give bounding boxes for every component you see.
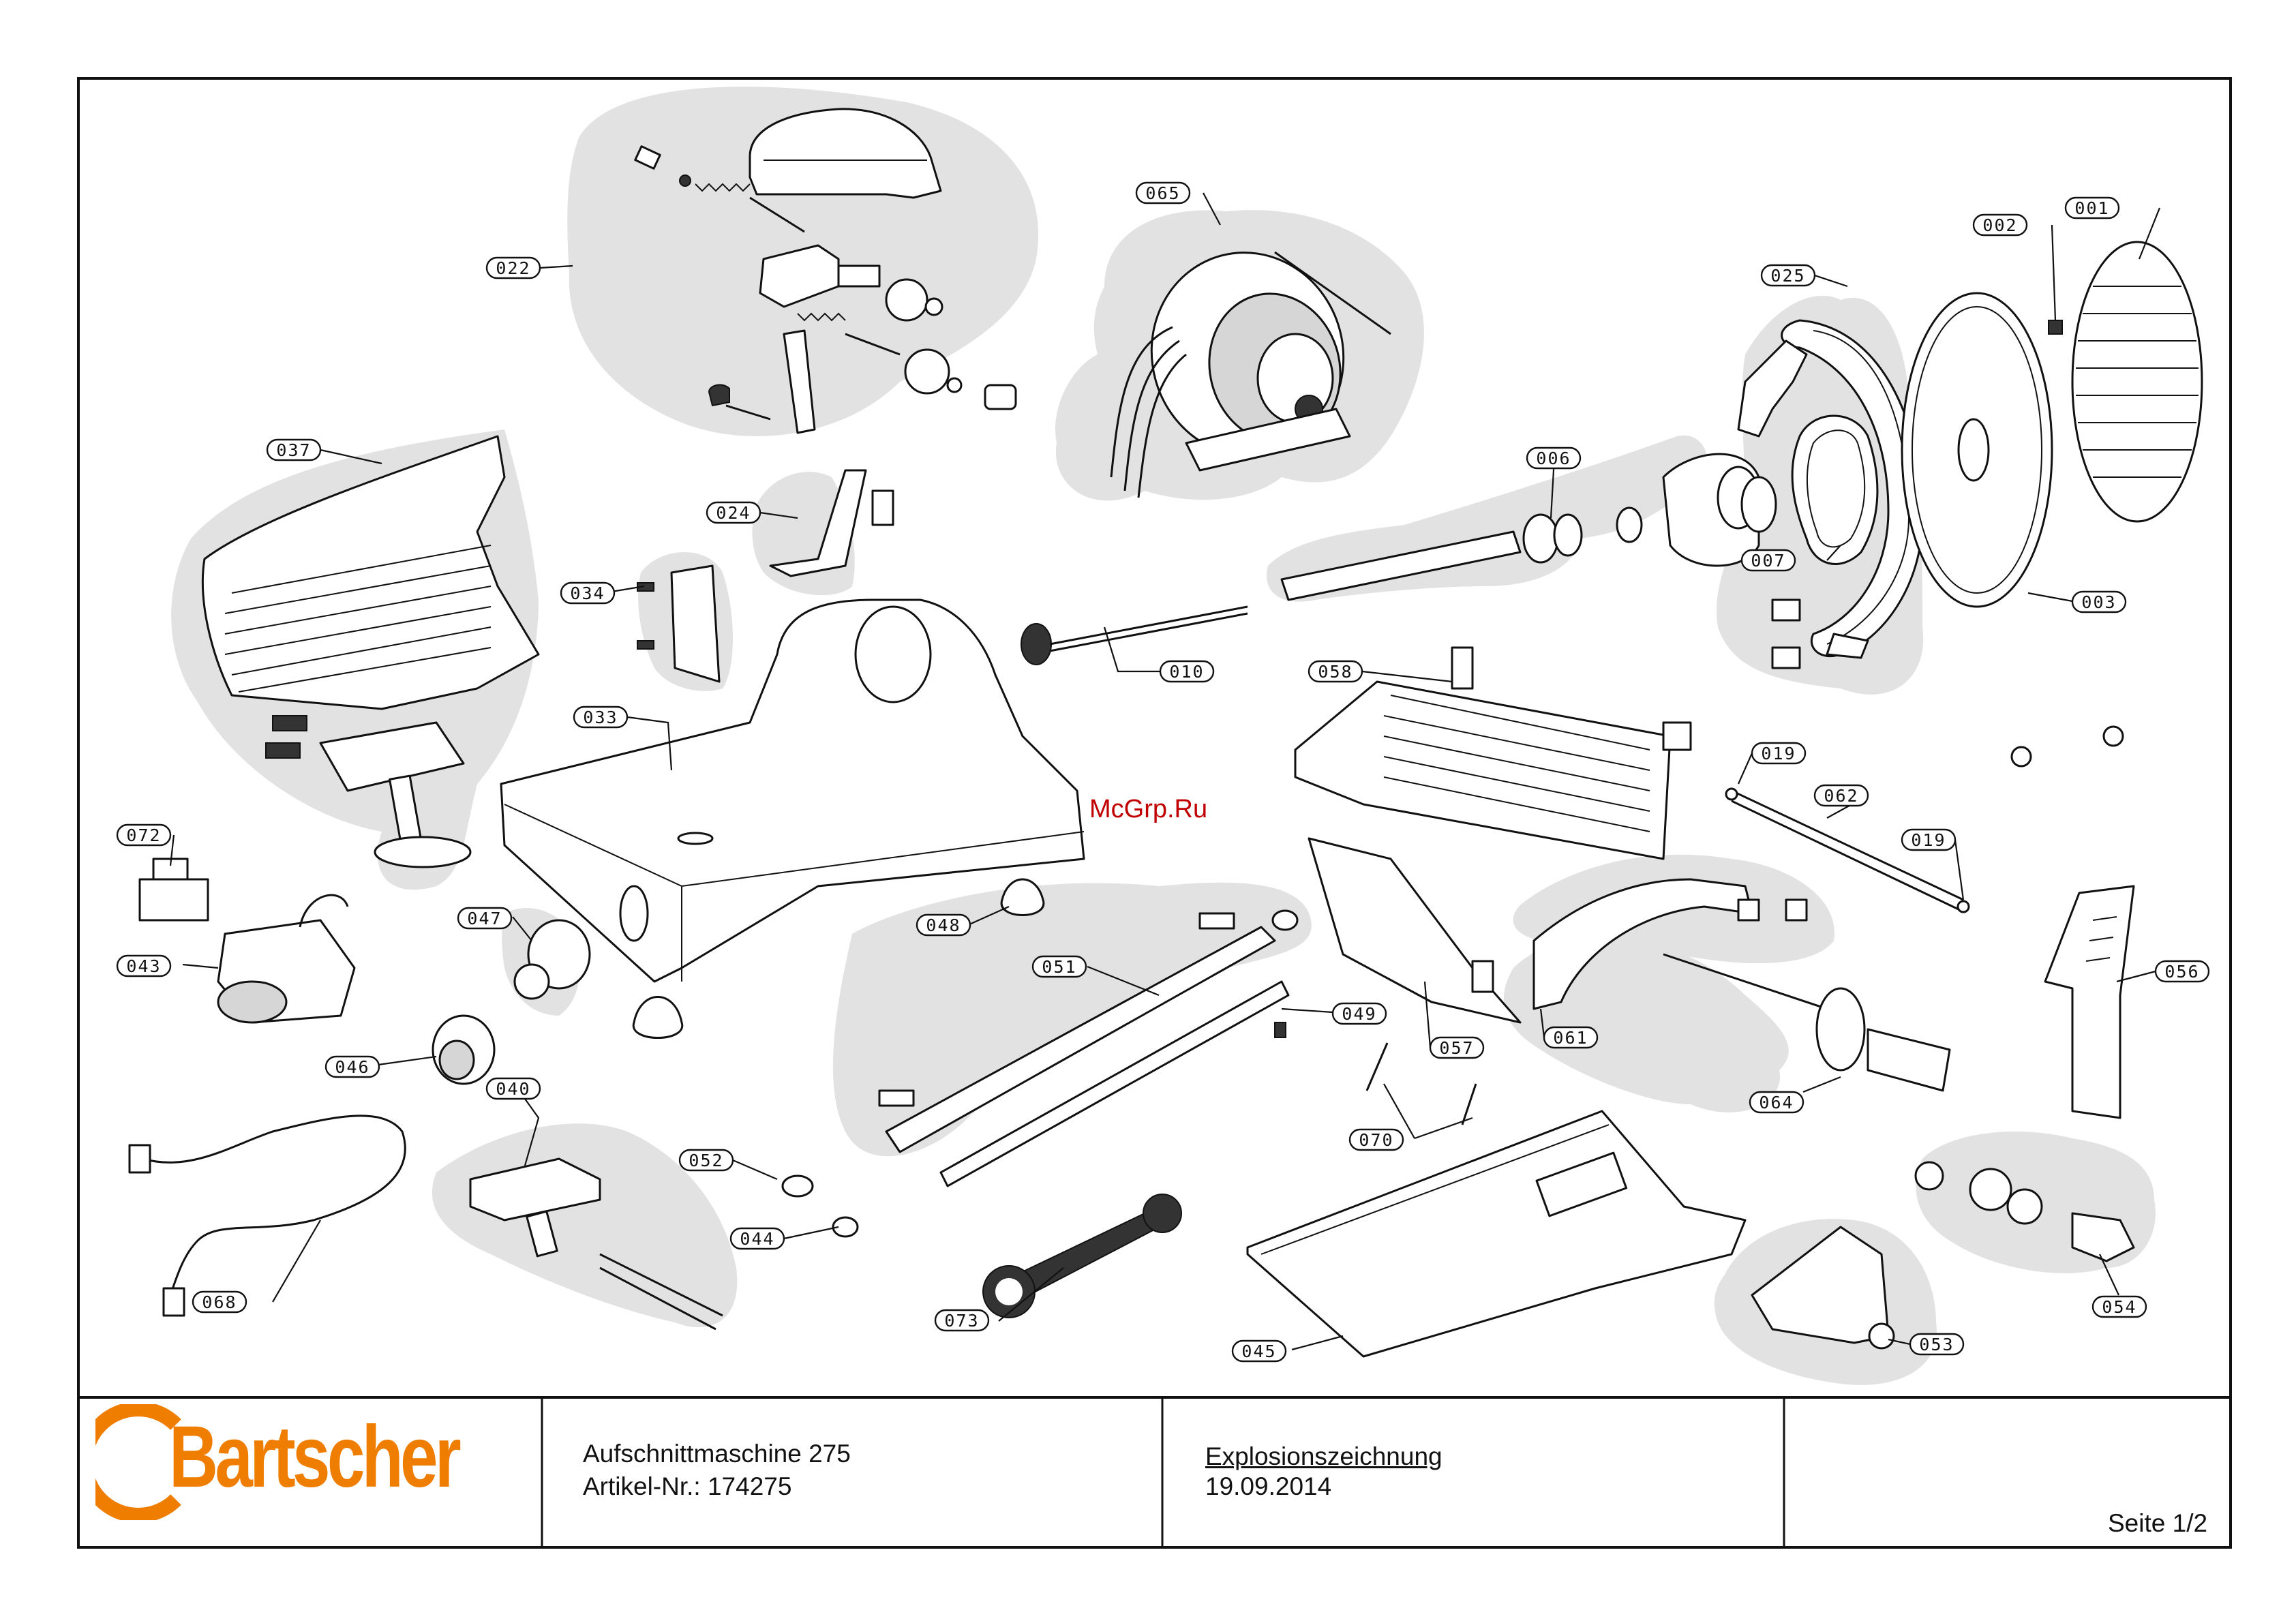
callout-064[interactable]: 064 xyxy=(1750,1092,1803,1112)
callout-057[interactable]: 057 xyxy=(1430,1037,1483,1058)
svg-text:048: 048 xyxy=(926,915,961,935)
logo-wordmark: Bartscher xyxy=(169,1414,458,1501)
callout-040[interactable]: 040 xyxy=(487,1078,540,1099)
callout-019-a[interactable]: 019 xyxy=(1752,743,1805,763)
article-number: Artikel-Nr.: 174275 xyxy=(583,1472,791,1501)
svg-text:061: 061 xyxy=(1553,1028,1588,1048)
svg-text:019: 019 xyxy=(1911,830,1946,850)
part-010-knob xyxy=(1021,607,1248,665)
svg-text:019: 019 xyxy=(1761,744,1796,763)
svg-text:037: 037 xyxy=(276,440,311,460)
callout-034[interactable]: 034 xyxy=(561,583,614,603)
callout-003[interactable]: 003 xyxy=(2072,592,2126,612)
svg-text:053: 053 xyxy=(1919,1335,1954,1354)
svg-text:049: 049 xyxy=(1342,1004,1376,1024)
svg-text:046: 046 xyxy=(335,1057,369,1077)
svg-text:073: 073 xyxy=(944,1311,979,1331)
callout-072[interactable]: 072 xyxy=(117,825,170,845)
callout-052[interactable]: 052 xyxy=(680,1150,733,1170)
part-057-holder xyxy=(1309,838,1520,1022)
svg-text:022: 022 xyxy=(496,258,530,278)
part-073-wrench xyxy=(983,1194,1181,1318)
callout-024[interactable]: 024 xyxy=(707,502,760,523)
callout-010[interactable]: 010 xyxy=(1160,661,1213,682)
callout-068[interactable]: 068 xyxy=(193,1292,246,1312)
svg-text:064: 064 xyxy=(1759,1093,1794,1112)
callout-045[interactable]: 045 xyxy=(1233,1341,1286,1361)
svg-text:054: 054 xyxy=(2102,1297,2136,1317)
callout-062[interactable]: 062 xyxy=(1815,785,1868,806)
callout-002[interactable]: 002 xyxy=(1974,215,2027,235)
callout-007[interactable]: 007 xyxy=(1742,550,1795,571)
drawing-date: 19.09.2014 xyxy=(1205,1472,1331,1501)
svg-text:002: 002 xyxy=(1982,215,2017,235)
svg-text:007: 007 xyxy=(1751,551,1785,571)
callout-054[interactable]: 054 xyxy=(2093,1296,2146,1317)
part-046-knob xyxy=(433,1016,494,1084)
callout-044[interactable]: 044 xyxy=(731,1228,784,1249)
svg-text:006: 006 xyxy=(1536,449,1571,468)
svg-text:034: 034 xyxy=(570,583,605,603)
part-072-switch xyxy=(140,859,208,920)
svg-text:058: 058 xyxy=(1318,662,1353,682)
svg-text:051: 051 xyxy=(1042,957,1076,977)
svg-text:040: 040 xyxy=(496,1079,530,1099)
part-001-blade-cover xyxy=(2049,242,2202,521)
callout-058[interactable]: 058 xyxy=(1309,661,1362,682)
callout-065[interactable]: 065 xyxy=(1136,183,1190,203)
callout-047[interactable]: 047 xyxy=(458,908,511,928)
part-043-connector xyxy=(218,895,354,1022)
part-045-bottom-plate xyxy=(1248,1111,1745,1356)
callout-051[interactable]: 051 xyxy=(1033,956,1086,977)
callout-019-b[interactable]: 019 xyxy=(1902,830,1955,850)
svg-text:010: 010 xyxy=(1169,662,1204,682)
svg-text:045: 045 xyxy=(1241,1341,1276,1361)
svg-text:072: 072 xyxy=(126,825,161,845)
callout-073[interactable]: 073 xyxy=(935,1310,988,1331)
svg-text:068: 068 xyxy=(202,1292,237,1312)
callout-056[interactable]: 056 xyxy=(2156,961,2209,982)
callout-006[interactable]: 006 xyxy=(1527,448,1580,468)
callout-022[interactable]: 022 xyxy=(487,258,540,278)
page-number: Seite 1/2 xyxy=(2108,1509,2207,1538)
svg-text:062: 062 xyxy=(1824,786,1858,806)
callout-061[interactable]: 061 xyxy=(1544,1027,1597,1048)
drawing-type: Explosionszeichnung xyxy=(1205,1442,1442,1471)
svg-text:043: 043 xyxy=(126,956,161,976)
part-003-blade xyxy=(1902,293,2052,607)
part-068-cable xyxy=(130,1116,405,1316)
svg-text:052: 052 xyxy=(689,1151,723,1170)
svg-text:001: 001 xyxy=(2074,198,2109,218)
callout-049[interactable]: 049 xyxy=(1333,1003,1386,1024)
svg-text:057: 057 xyxy=(1439,1038,1474,1058)
callout-043[interactable]: 043 xyxy=(117,956,170,976)
part-052-clip xyxy=(783,1176,813,1196)
callout-070[interactable]: 070 xyxy=(1350,1129,1403,1150)
svg-text:003: 003 xyxy=(2081,592,2116,612)
svg-text:044: 044 xyxy=(740,1229,774,1249)
bartscher-logo: Bartscher xyxy=(95,1404,477,1520)
callout-033[interactable]: 033 xyxy=(574,707,627,727)
watermark-text: McGrp.Ru xyxy=(1089,795,1207,824)
svg-text:024: 024 xyxy=(716,503,751,523)
callout-048[interactable]: 048 xyxy=(917,915,970,935)
callout-046[interactable]: 046 xyxy=(326,1057,379,1077)
part-056-bracket xyxy=(2045,886,2134,1118)
svg-text:047: 047 xyxy=(467,909,502,928)
svg-text:065: 065 xyxy=(1145,183,1180,203)
callout-037[interactable]: 037 xyxy=(267,440,320,460)
part-loose-screws xyxy=(2012,727,2123,766)
svg-text:056: 056 xyxy=(2164,962,2199,982)
svg-text:070: 070 xyxy=(1359,1130,1393,1150)
svg-text:025: 025 xyxy=(1770,266,1805,286)
callout-025[interactable]: 025 xyxy=(1762,265,1815,286)
callout-001[interactable]: 001 xyxy=(2066,198,2119,218)
callout-053[interactable]: 053 xyxy=(1910,1334,1963,1354)
svg-text:033: 033 xyxy=(583,708,618,727)
assembly-clouds xyxy=(171,87,2156,1385)
product-name: Aufschnittmaschine 275 xyxy=(583,1440,851,1468)
